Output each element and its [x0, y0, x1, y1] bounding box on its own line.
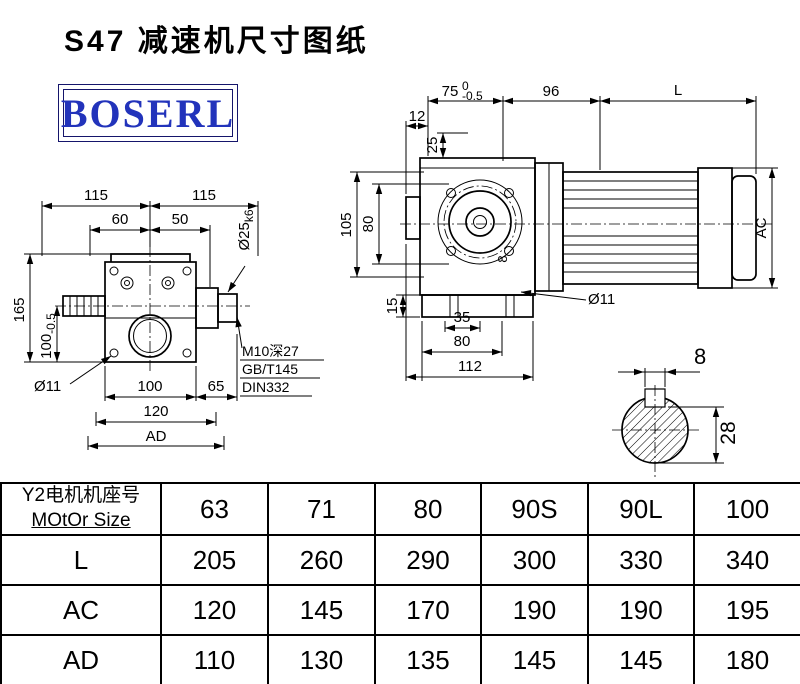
dim-50: 50	[172, 211, 189, 228]
mounting-hole	[109, 266, 119, 276]
AC-80: 170	[374, 584, 482, 636]
dim-key-width: 8	[694, 344, 706, 369]
L-100: 340	[693, 534, 800, 586]
mounting-base	[421, 294, 534, 318]
front-view: 115 115 60 50 165 100-0.5 Ø11 100 65 120…	[11, 187, 324, 450]
size-71: 71	[267, 482, 376, 536]
motor-size-header-en: MOtOr Size	[31, 510, 131, 531]
AD-90S: 145	[480, 634, 589, 684]
AC-100: 195	[693, 584, 800, 636]
dim-112: 112	[458, 358, 482, 375]
size-90L: 90L	[587, 482, 695, 536]
dim-35: 35	[454, 309, 471, 326]
table-row-L: L 205 260 290 300 330 340	[0, 534, 800, 586]
table-row-AD: AD 110 130 135 145 145 180	[0, 634, 800, 684]
motor-fan-cover	[731, 175, 757, 281]
output-bore-side	[465, 207, 495, 237]
output-boss-side	[405, 196, 421, 240]
motor-body	[562, 171, 699, 285]
mounting-hole	[182, 266, 192, 276]
dim-115-right: 115	[192, 187, 216, 204]
size-100: 100	[693, 482, 800, 536]
mounting-hole	[109, 348, 119, 358]
size-63: 63	[160, 482, 269, 536]
dim-12: 12	[409, 108, 426, 125]
brand-logo-text: BOSERL	[60, 90, 236, 136]
dim-165: 165	[11, 297, 28, 322]
motor-fins	[563, 180, 698, 273]
dim-96: 96	[543, 83, 560, 100]
AD-90L: 145	[587, 634, 695, 684]
table-header-row: Y2电机机座号 MOtOr Size 63 71 80 90S 90L 100	[0, 482, 800, 536]
dim-15: 15	[384, 298, 401, 315]
AC-63: 120	[160, 584, 269, 636]
dim-115-left: 115	[84, 187, 108, 204]
shaft-section-view: 8 28	[612, 344, 740, 478]
AD-100: 180	[693, 634, 800, 684]
brand-logo: BOSERL	[58, 84, 238, 142]
mounting-hole	[182, 348, 192, 358]
dim-80-bottom: 80	[454, 333, 471, 350]
side-view: 8	[338, 79, 778, 381]
dim-75-tol-upper: 0	[462, 79, 469, 93]
row-label-AD: AD	[0, 634, 162, 684]
dim-dia11-side: Ø11	[588, 291, 615, 308]
dimension-table: Y2电机机座号 MOtOr Size 63 71 80 90S 90L 100 …	[0, 482, 800, 684]
AC-71: 145	[267, 584, 376, 636]
AD-80: 135	[374, 634, 482, 684]
dim-80-vertical: 80	[360, 216, 377, 233]
gearbox-body-side	[419, 157, 536, 296]
page-title: S47 减速机尺寸图纸	[64, 25, 369, 58]
note-tap-hole: M10深27	[242, 343, 299, 359]
row-label-L: L	[0, 534, 162, 586]
dim-75: 75	[442, 83, 459, 100]
L-63: 205	[160, 534, 269, 586]
dim-100-bottom: 100	[137, 378, 162, 395]
gearbox-body-front	[104, 261, 197, 363]
AD-63: 110	[160, 634, 269, 684]
dim-shaft-dia: Ø25k6	[236, 209, 256, 250]
dim-105: 105	[338, 212, 355, 237]
L-80: 290	[374, 534, 482, 586]
dim-28: 28	[717, 421, 740, 444]
size-80: 80	[374, 482, 482, 536]
row-label-AC: AC	[0, 584, 162, 636]
flange-circle	[437, 179, 523, 265]
L-90S: 300	[480, 534, 589, 586]
dim-75-tol-lower: -0.5	[462, 89, 483, 103]
AD-71: 130	[267, 634, 376, 684]
gearbox-top-step	[110, 253, 191, 262]
AC-90L: 190	[587, 584, 695, 636]
dim-dia11-front: Ø11	[34, 378, 61, 395]
motor-end-bell	[697, 167, 733, 289]
note-din-standard: DIN332	[242, 379, 290, 395]
dim-65: 65	[208, 378, 225, 395]
motor-size-header: Y2电机机座号 MOtOr Size	[0, 482, 162, 536]
dim-L: L	[674, 82, 682, 99]
note-gb-standard: GB/T145	[242, 361, 298, 377]
mark-8: 8	[495, 255, 510, 262]
AC-90S: 190	[480, 584, 589, 636]
L-71: 260	[267, 534, 376, 586]
table-row-AC: AC 120 145 170 190 190 195	[0, 584, 800, 636]
output-shaft	[217, 293, 238, 323]
dim-25: 25	[424, 137, 441, 154]
dim-100-tol: 100-0.5	[38, 313, 58, 359]
dim-60: 60	[112, 211, 129, 228]
motor-size-header-cn: Y2电机机座号	[21, 485, 141, 507]
dim-120: 120	[143, 403, 168, 420]
dim-AC: AC	[753, 217, 770, 238]
L-90L: 330	[587, 534, 695, 586]
size-90S: 90S	[480, 482, 589, 536]
technical-drawing: 115 115 60 50 165 100-0.5 Ø11 100 65 120…	[11, 79, 778, 478]
dim-AD: AD	[146, 428, 167, 445]
output-shaft-boss	[195, 287, 219, 329]
